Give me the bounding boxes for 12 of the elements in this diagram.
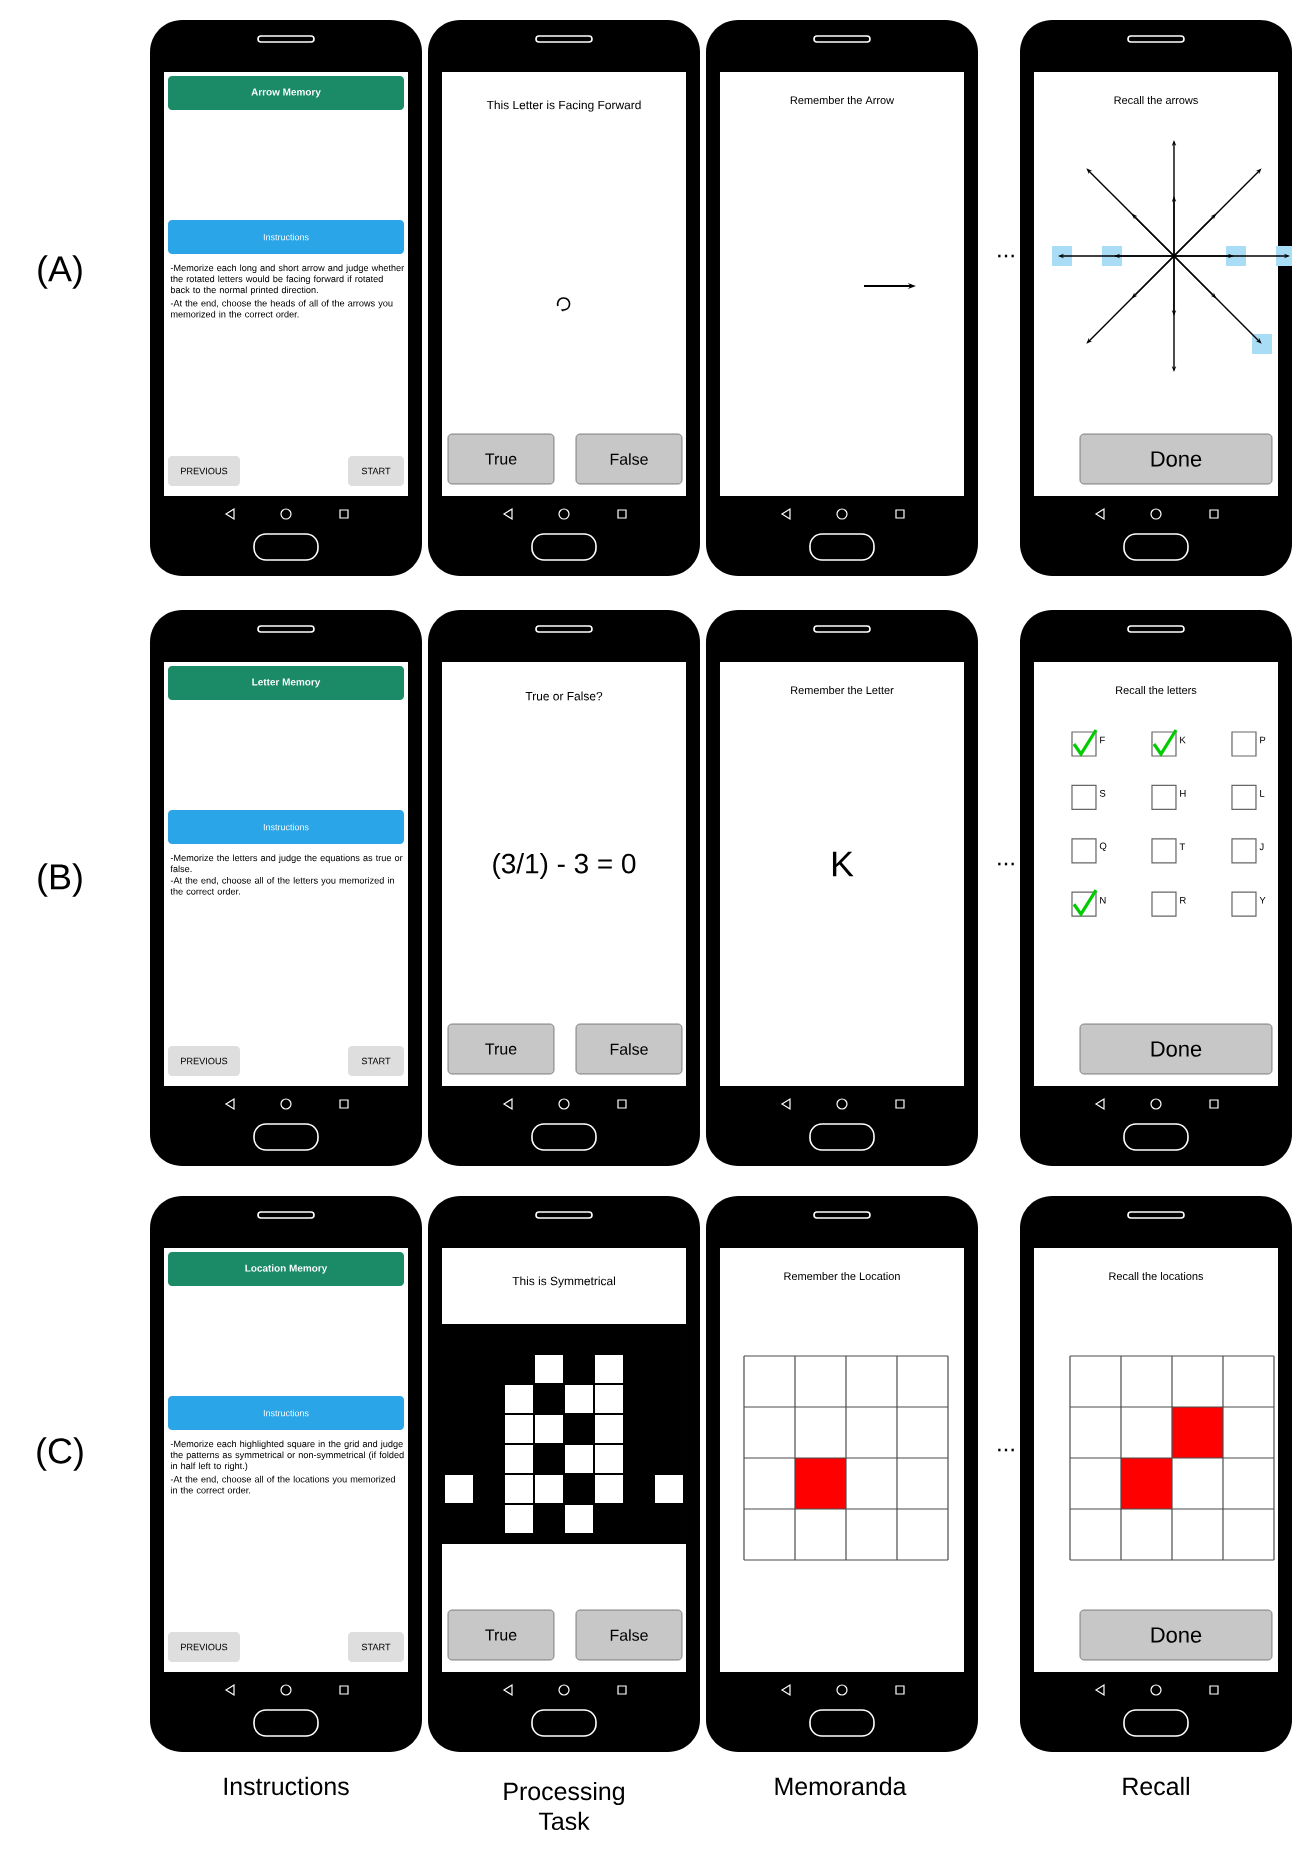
row-label: (B) — [38, 863, 82, 897]
column-label: Recall — [1123, 1776, 1189, 1796]
row-label: (C) — [37, 1437, 83, 1471]
done-button: Done — [1079, 1023, 1273, 1075]
memory-letter: K — [832, 851, 854, 877]
done-button: Done — [1079, 433, 1273, 485]
column-label: Memoranda — [775, 1776, 907, 1796]
equation: (3/1) - 3 = 0 — [493, 853, 636, 879]
column-label: Processing Task — [504, 1781, 624, 1831]
done-button: Done — [1079, 1609, 1273, 1661]
row-label: (A) — [38, 255, 82, 289]
column-label: Instructions — [224, 1776, 349, 1796]
